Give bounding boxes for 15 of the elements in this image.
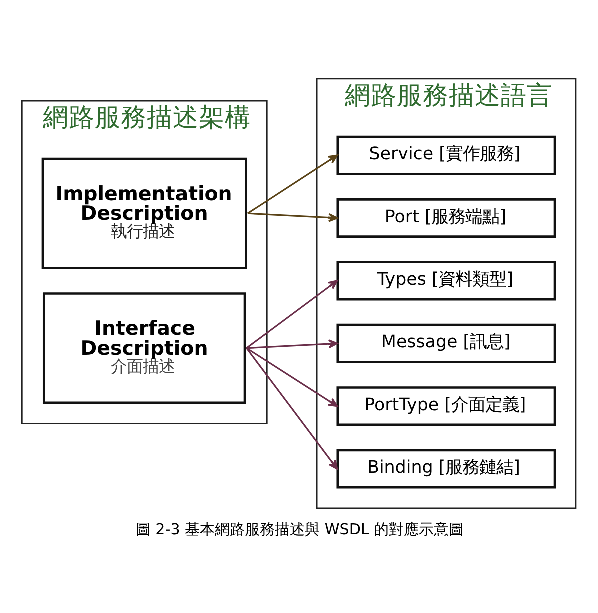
node-box: Types [資料類型] <box>336 261 556 301</box>
node-box: Binding [服務鏈結] <box>336 449 556 489</box>
arrow <box>246 348 338 408</box>
node-box: Message [訊息] <box>336 324 556 364</box>
node-box: Interface Description 介面描述 <box>43 292 246 404</box>
node-box: Implementation Description 執行描述 <box>42 158 248 270</box>
arrow <box>246 280 338 349</box>
arrow <box>248 212 338 222</box>
node-box: Port [服務端點] <box>336 198 556 238</box>
caption: 圖 2-3 基本網路服務描述與 WSDL 的對應示意圖 <box>136 520 464 539</box>
arrow <box>246 340 338 350</box>
node-box: PortType [介面定義] <box>336 386 556 426</box>
arrow <box>246 348 338 470</box>
arrow <box>247 154 338 214</box>
node-box: Service [實作服務] <box>336 136 556 176</box>
